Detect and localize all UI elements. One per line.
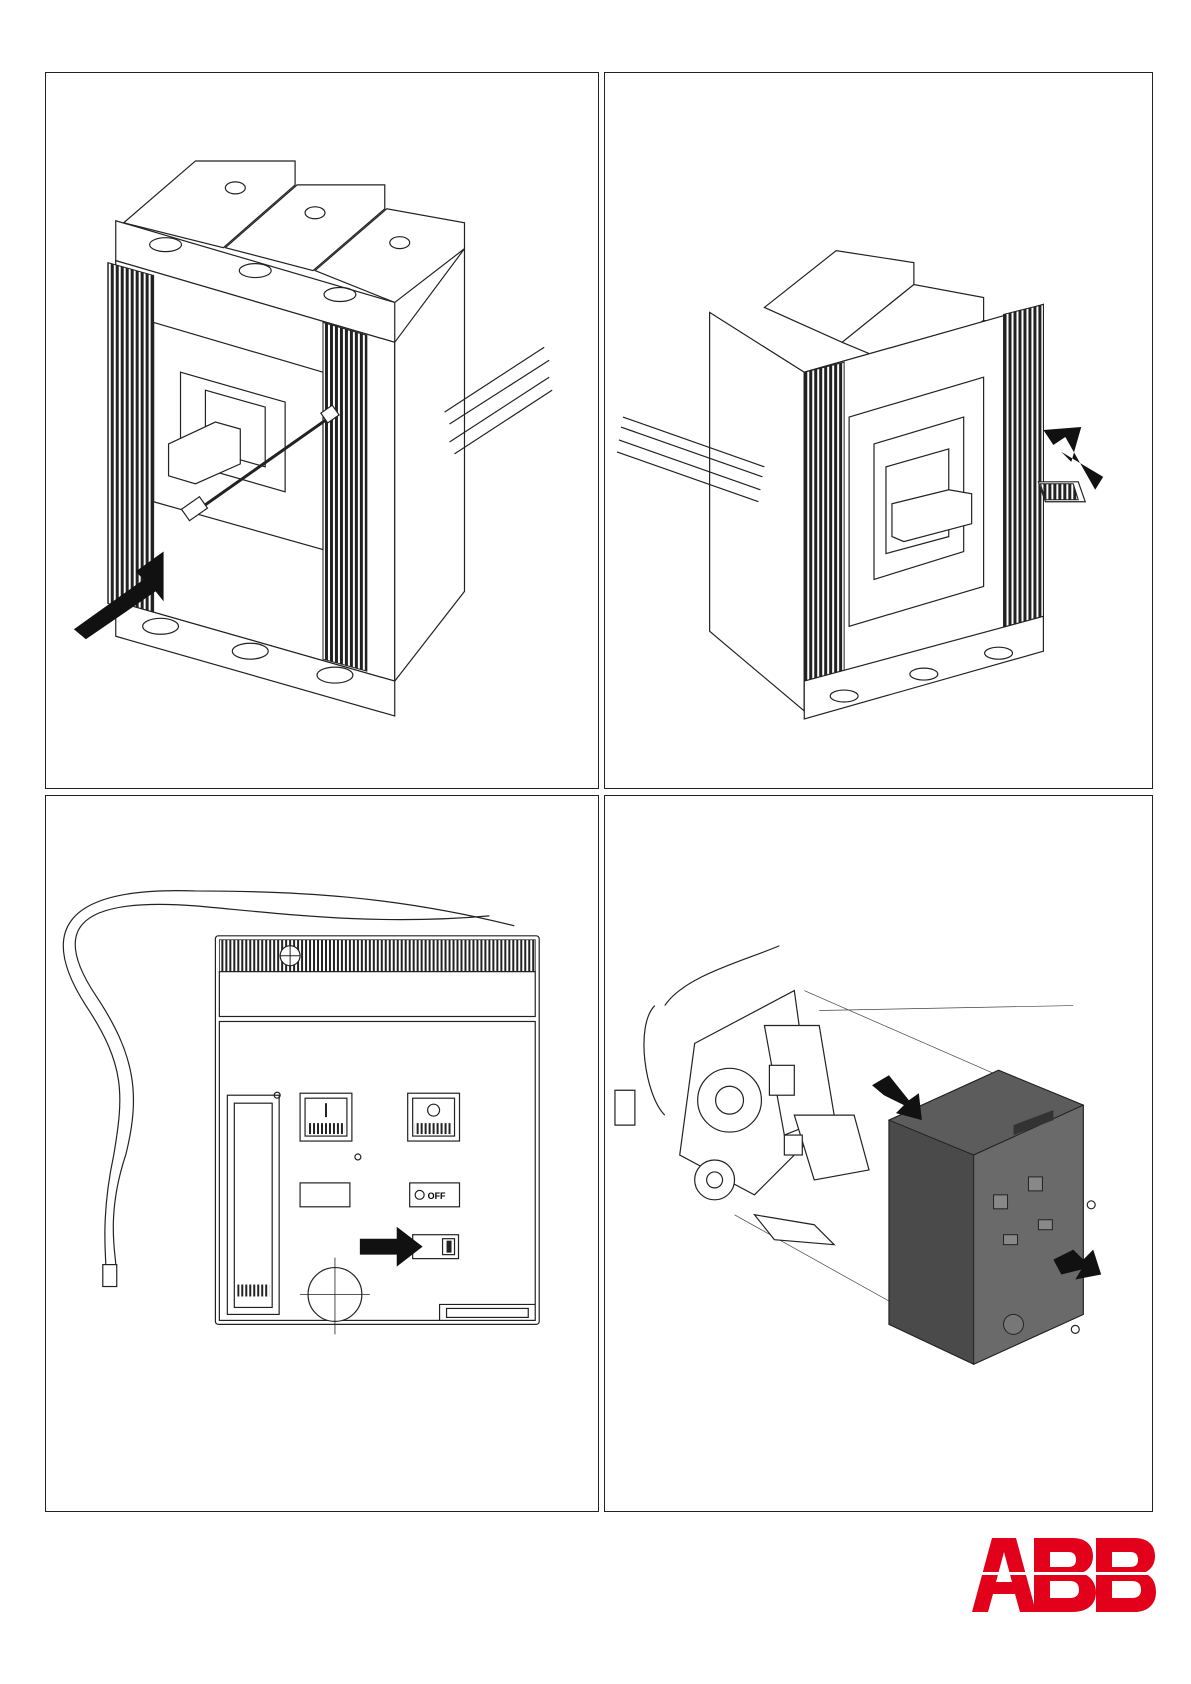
breaker-connector-removal-illustration bbox=[46, 73, 598, 788]
step-1-panel bbox=[45, 72, 599, 789]
front-panel-illustration: OFF bbox=[46, 796, 598, 1511]
step-3-panel: OFF bbox=[45, 795, 599, 1512]
off-button-label: OFF bbox=[428, 1191, 446, 1201]
motor-operator-cover-removal-illustration bbox=[605, 796, 1152, 1511]
step-2-panel bbox=[604, 72, 1153, 789]
abb-logo bbox=[972, 1538, 1156, 1612]
step-4-panel bbox=[604, 795, 1153, 1512]
breaker-handle-cover-illustration bbox=[605, 73, 1152, 788]
